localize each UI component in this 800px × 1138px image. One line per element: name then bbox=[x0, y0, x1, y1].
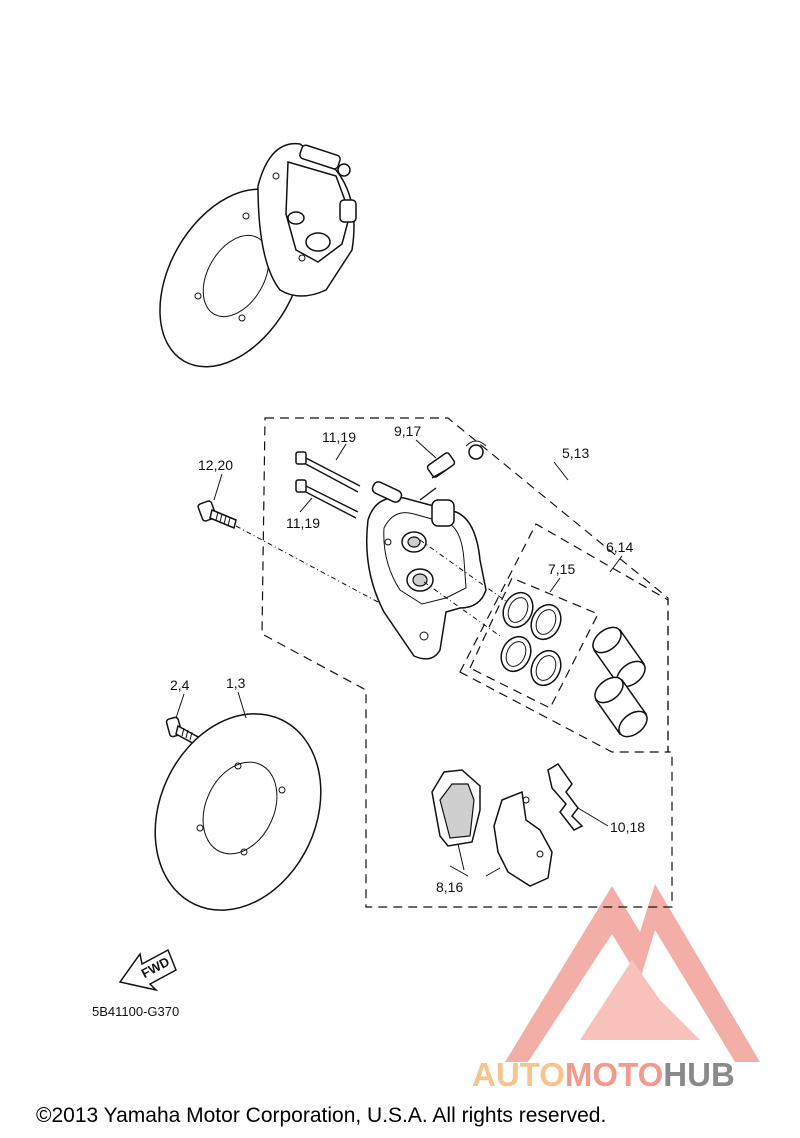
group-boundary-6-14 bbox=[459, 523, 669, 753]
caliper-body bbox=[365, 481, 511, 660]
watermark-logo bbox=[505, 884, 760, 1062]
callout-5-13: 5,13 bbox=[562, 445, 589, 461]
brake-disc bbox=[154, 713, 322, 911]
callout-1-3: 1,3 bbox=[226, 675, 246, 691]
callout-12-20: 12,20 bbox=[198, 457, 233, 473]
group-boundary-7-15 bbox=[469, 577, 599, 709]
callout-8-16: 8,16 bbox=[436, 879, 463, 895]
caliper-pistons bbox=[592, 626, 648, 738]
watermark-text-auto: AUTO bbox=[472, 1056, 565, 1093]
watermark-text-hub: HUB bbox=[663, 1056, 735, 1093]
callout-6-14: 6,14 bbox=[606, 539, 633, 555]
callout-11-19-top: 11,19 bbox=[322, 429, 356, 445]
callout-9-17: 9,17 bbox=[394, 423, 421, 439]
leader-lines bbox=[175, 439, 623, 877]
callout-11-19-bottom: 11,19 bbox=[286, 515, 320, 531]
callout-7-15: 7,15 bbox=[548, 561, 575, 577]
watermark-text: AUTOMOTOHUB bbox=[472, 1056, 735, 1093]
slide-pin-bolts bbox=[295, 451, 361, 519]
pad-spring bbox=[547, 762, 584, 831]
brake-pads bbox=[431, 769, 553, 887]
arrow-left-icon bbox=[118, 948, 177, 992]
assembled-caliper-illustration bbox=[159, 142, 357, 368]
diagram-code: 5B41100-G370 bbox=[92, 1004, 179, 1019]
logo-triangle-inner bbox=[580, 960, 700, 1040]
bleed-screw bbox=[419, 440, 487, 501]
callout-2-4: 2,4 bbox=[170, 677, 190, 693]
logo-triangle-outer bbox=[505, 884, 760, 1062]
callout-10-18: 10,18 bbox=[610, 819, 645, 835]
copyright-notice: ©2013 Yamaha Motor Corporation, U.S.A. A… bbox=[36, 1104, 606, 1127]
watermark-text-moto: MOTO bbox=[565, 1056, 663, 1093]
piston-seals bbox=[500, 591, 562, 687]
mounting-bolt bbox=[197, 500, 435, 633]
forward-arrow: FWD bbox=[118, 948, 177, 992]
